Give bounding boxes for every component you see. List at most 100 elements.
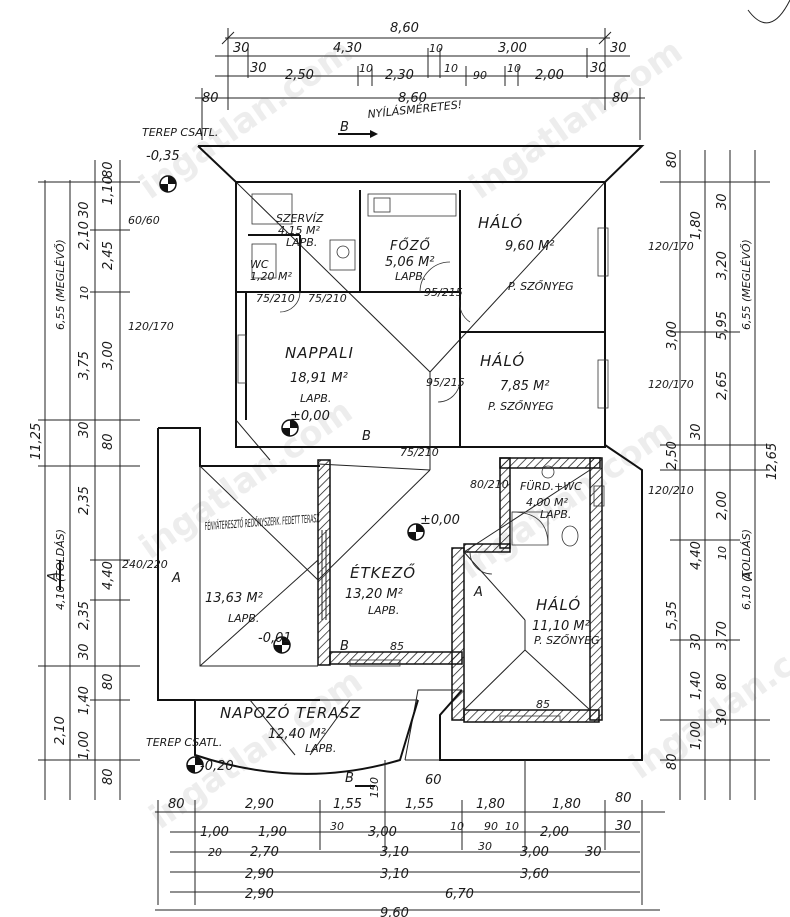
dim-left-4: 10 [78, 286, 91, 300]
section-label-b4: B [345, 771, 354, 786]
room-halo3-area: 11,10 M² [532, 619, 590, 634]
dim-left-1: 1,10 [101, 176, 116, 205]
room-nappali-name: NAPPALI [285, 344, 354, 362]
opening-right-halo2: 120/170 [648, 378, 694, 391]
room-fozo-area: 5,06 M² [385, 255, 435, 270]
room-halo3-name: HÁLÓ [536, 595, 581, 614]
dim-top-r4-1: 8,60 [398, 91, 427, 106]
room-wc-name: WC [250, 258, 269, 271]
dim-left-21: 80 [101, 768, 116, 785]
dim-left-16: 30 [77, 643, 92, 660]
level-terrain-bottom-label: TEREP CSATL. [146, 736, 222, 749]
dim-bottom-r4-2: 3,60 [520, 867, 549, 882]
room-halo3-floor: P. SZŐNYEG [534, 633, 600, 647]
dim-bottom-r2-4: 10 [450, 820, 464, 833]
dim-top-r2-3: 3,00 [498, 41, 527, 56]
room-furdo-name: FÜRD.+WC [520, 480, 582, 493]
watermark-6: ingatlan.com [622, 611, 790, 787]
dim-right-6: 3,00 [665, 321, 680, 350]
dim-top-r2-4: 30 [610, 41, 627, 56]
room-napozo-floor: LAPB. [305, 742, 336, 755]
building-outline [157, 145, 645, 775]
dim-bottom-r1-4: 1,80 [476, 797, 505, 812]
dim-bottom-r3-3: 30 [478, 840, 492, 853]
dim-top-r3-3: 2,30 [385, 68, 414, 83]
room-labels: SZERVÍZ 4,15 M² LAPB. FŐZŐ 5,06 M² LAPB.… [204, 212, 599, 755]
level-terrace: -0,01 [258, 631, 292, 646]
dim-bottom-r5-0: 2,90 [245, 887, 274, 902]
dim-right-16: 30 [689, 633, 704, 650]
dim-right-12: 4,40 [689, 541, 704, 570]
dim-left-2: 30 [77, 201, 92, 218]
opening-left-terasz: 240/220 [122, 558, 168, 571]
dim-right-18: 80 [715, 673, 730, 690]
room-fozo-name: FŐZŐ [390, 238, 431, 254]
dim-right-21: 1,00 [689, 721, 704, 750]
room-etkezo-floor: LAPB. [368, 604, 399, 617]
room-fedett-terasz-floor: LAPB. [228, 612, 259, 625]
opening-left-szerviz: 60/60 [128, 214, 160, 227]
dim-bottom-r1-5: 1,80 [552, 797, 581, 812]
room-szerviz-area: 4,15 M² [278, 224, 320, 237]
top-dimensions: 8,60 30 4,30 10 3,00 30 30 2,50 10 2,30 … [195, 21, 645, 140]
level-terrain-top-value: -0,35 [146, 149, 180, 164]
dim-right-1: 1,80 [689, 211, 704, 240]
dim-left-0: 80 [101, 161, 116, 178]
dim-right-3: 3,20 [715, 251, 730, 280]
opening-door-furdo: 80/210 [470, 478, 509, 491]
dim-left-8: 3,00 [101, 341, 116, 370]
dim-left-20: 1,00 [77, 731, 92, 760]
dim-top-r3-6: 10 [507, 62, 521, 75]
dim-right-2: 30 [715, 193, 730, 210]
dim-right-9: 2,50 [665, 441, 680, 470]
dim-left-6: 2,45 [101, 241, 116, 270]
dim-left-17: 80 [101, 673, 116, 690]
dim-bottom-r1-2: 1,55 [333, 797, 362, 812]
opening-door-szerviz: 75/210 [308, 292, 347, 305]
dim-bottom-r3-0: 20 [208, 846, 222, 859]
dim-bottom-r3-4: 3,00 [520, 845, 549, 860]
dim-top-r2-0: 30 [233, 41, 250, 56]
left-dimensions: 80 1,10 30 2,10 10 6,55 (MEGLÉVŐ) 2,45 3… [29, 160, 140, 800]
dim-bottom-extra-0: 60 [425, 773, 442, 788]
dim-top-r4-2: 80 [612, 91, 629, 106]
dim-right-20: 30 [715, 708, 730, 725]
dim-top-overall: 8,60 [390, 21, 419, 36]
dim-top-r2-2: 10 [429, 42, 443, 55]
dim-right-10: 12,65 [765, 443, 780, 480]
section-label-b3: B [340, 639, 349, 654]
room-nappali-floor: LAPB. [300, 392, 331, 405]
room-napozo-name: NAPOZÓ TERASZ [220, 703, 361, 722]
dim-right-0: 80 [665, 151, 680, 168]
dim-bottom-r3-5: 30 [585, 845, 602, 860]
section-mark-b-top: B [338, 120, 378, 138]
level-terrain-top-label: TEREP CSATL. [142, 126, 218, 139]
dim-bottom-r2-5: 90 [484, 820, 498, 833]
room-napozo-area: 12,40 M² [268, 727, 326, 742]
dim-right-8: 30 [689, 423, 704, 440]
section-label-a4: A [741, 571, 756, 581]
dim-bottom-r3-1: 2,70 [250, 845, 279, 860]
dim-bottom-r2-8: 30 [615, 819, 632, 834]
dim-left-9: 11,25 [29, 423, 44, 460]
opening-etkezo-window: 85 [390, 640, 404, 653]
opening-passage: 75/210 [400, 446, 439, 459]
room-etkezo-area: 13,20 M² [345, 587, 403, 602]
dim-bottom-r4-1: 3,10 [380, 867, 409, 882]
level-dining-zero: ±0,00 [420, 513, 460, 528]
section-label-b2: B [362, 429, 371, 444]
opening-door-halo2: 95/215 [426, 376, 465, 389]
dim-right-19: 1,40 [689, 671, 704, 700]
bottom-dimensions: 80 2,90 1,55 1,55 1,80 1,80 80 1,00 1,90… [155, 760, 665, 917]
right-dimensions: 80 1,80 30 3,20 6,55 (MEGLÉVŐ) 5,95 3,00… [660, 150, 780, 800]
corner-arc [747, 0, 790, 24]
dim-bottom-r2-1: 1,90 [258, 825, 287, 840]
room-halo2-area: 7,85 M² [500, 379, 550, 394]
dim-bottom-r1-3: 1,55 [405, 797, 434, 812]
level-living-zero: ±0,00 [290, 409, 330, 424]
room-halo1-name: HÁLÓ [478, 213, 523, 232]
dim-bottom-r3-2: 3,10 [380, 845, 409, 860]
opening-door-wc: 75/210 [256, 292, 295, 305]
dim-left-19: 2,10 [53, 716, 68, 745]
